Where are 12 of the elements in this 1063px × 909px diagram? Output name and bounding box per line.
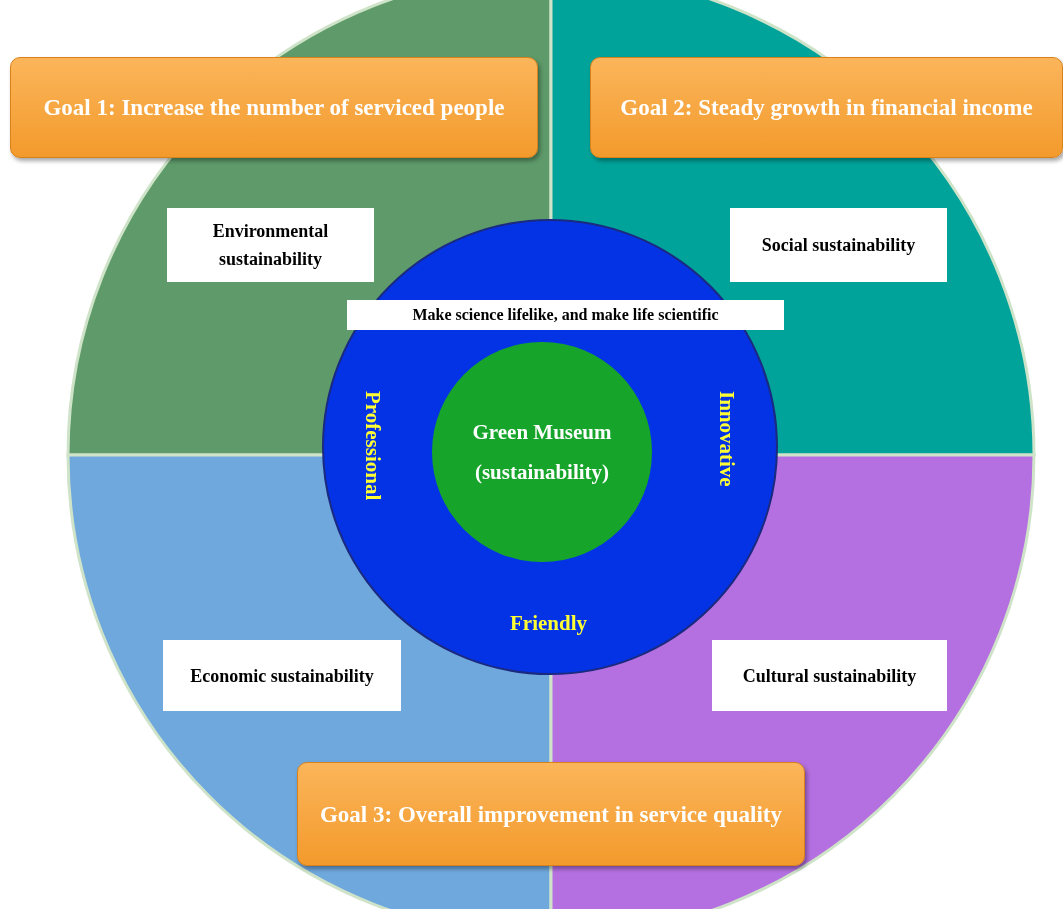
ring-label: Innovative	[714, 391, 739, 487]
slogan-box: Make science lifelike, and make life scientific	[347, 300, 784, 330]
goal-box: Goal 3: Overall improvement in service quality	[297, 762, 805, 866]
text-box: Environmental sustainability	[167, 208, 374, 282]
ring-label: Professional	[360, 391, 385, 501]
text-box: Social sustainability	[730, 208, 947, 282]
text-box: Economic sustainability	[163, 640, 401, 711]
goal-box: Goal 1: Increase the number of serviced people	[10, 57, 538, 158]
ring-label: Friendly	[510, 611, 587, 636]
text-box: Cultural sustainability	[712, 640, 947, 711]
center-circle: Green Museum (sustainability)	[432, 342, 652, 562]
goal-box: Goal 2: Steady growth in financial income	[590, 57, 1063, 158]
